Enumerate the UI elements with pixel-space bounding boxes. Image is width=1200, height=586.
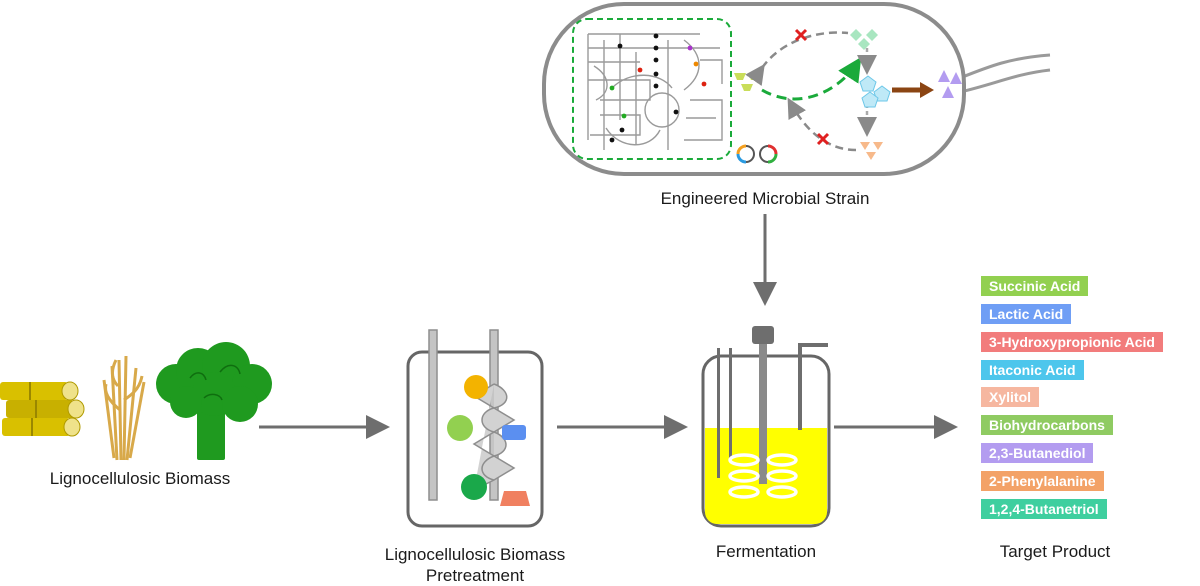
microbial-cell <box>542 2 1051 176</box>
target-product-label: Target Product <box>999 542 1111 561</box>
motor <box>752 326 774 344</box>
particle <box>461 474 487 500</box>
product-tag: Itaconic Acid <box>981 360 1084 380</box>
metabolite-nodes <box>609 33 707 143</box>
knockout-x-icon <box>794 28 808 42</box>
product-triangles <box>938 70 962 98</box>
fermenter <box>701 326 831 528</box>
product-tag: Succinic Acid <box>981 276 1089 296</box>
byproduct-triangles <box>860 142 883 160</box>
intermediate-diamonds <box>850 29 878 50</box>
particle <box>502 425 526 440</box>
knockout-x-icon <box>816 132 830 146</box>
impeller <box>728 453 798 499</box>
impeller-shaft <box>759 344 767 484</box>
product-tag: 2-Phenylalanine <box>981 471 1104 491</box>
metabolic-network-box <box>572 18 732 160</box>
intermediate-pentagons <box>859 75 891 108</box>
metabolic-network <box>587 33 723 150</box>
product-tag: Xylitol <box>981 387 1040 407</box>
biomass-label: Lignocellulosic Biomass <box>49 469 231 488</box>
product-tag: 2,3-Butanediol <box>981 443 1094 463</box>
product-tag: 1,2,4-Butanetriol <box>981 499 1107 519</box>
particle <box>500 491 530 506</box>
pretreatment-reactor <box>406 329 544 528</box>
particle <box>464 375 488 399</box>
particle <box>447 415 473 441</box>
sugarcane-icon <box>0 381 85 437</box>
product-tag: Lactic Acid <box>981 304 1072 324</box>
broccoli-icon <box>156 342 272 460</box>
product-tag: 3-Hydroxypropionic Acid <box>981 332 1163 352</box>
strain-label: Engineered Microbial Strain <box>660 189 870 208</box>
pretreatment-label-line1: Lignocellulosic Biomass <box>384 545 566 564</box>
fermentation-label: Fermentation <box>715 542 817 561</box>
screw-conveyor <box>472 383 516 491</box>
pretreatment-label-line2: Pretreatment <box>425 566 525 585</box>
flagellum <box>959 53 1051 80</box>
plasmid-icons <box>736 144 778 164</box>
product-tag: Biohydrocarbons <box>981 415 1113 435</box>
straw-icon <box>102 355 146 461</box>
